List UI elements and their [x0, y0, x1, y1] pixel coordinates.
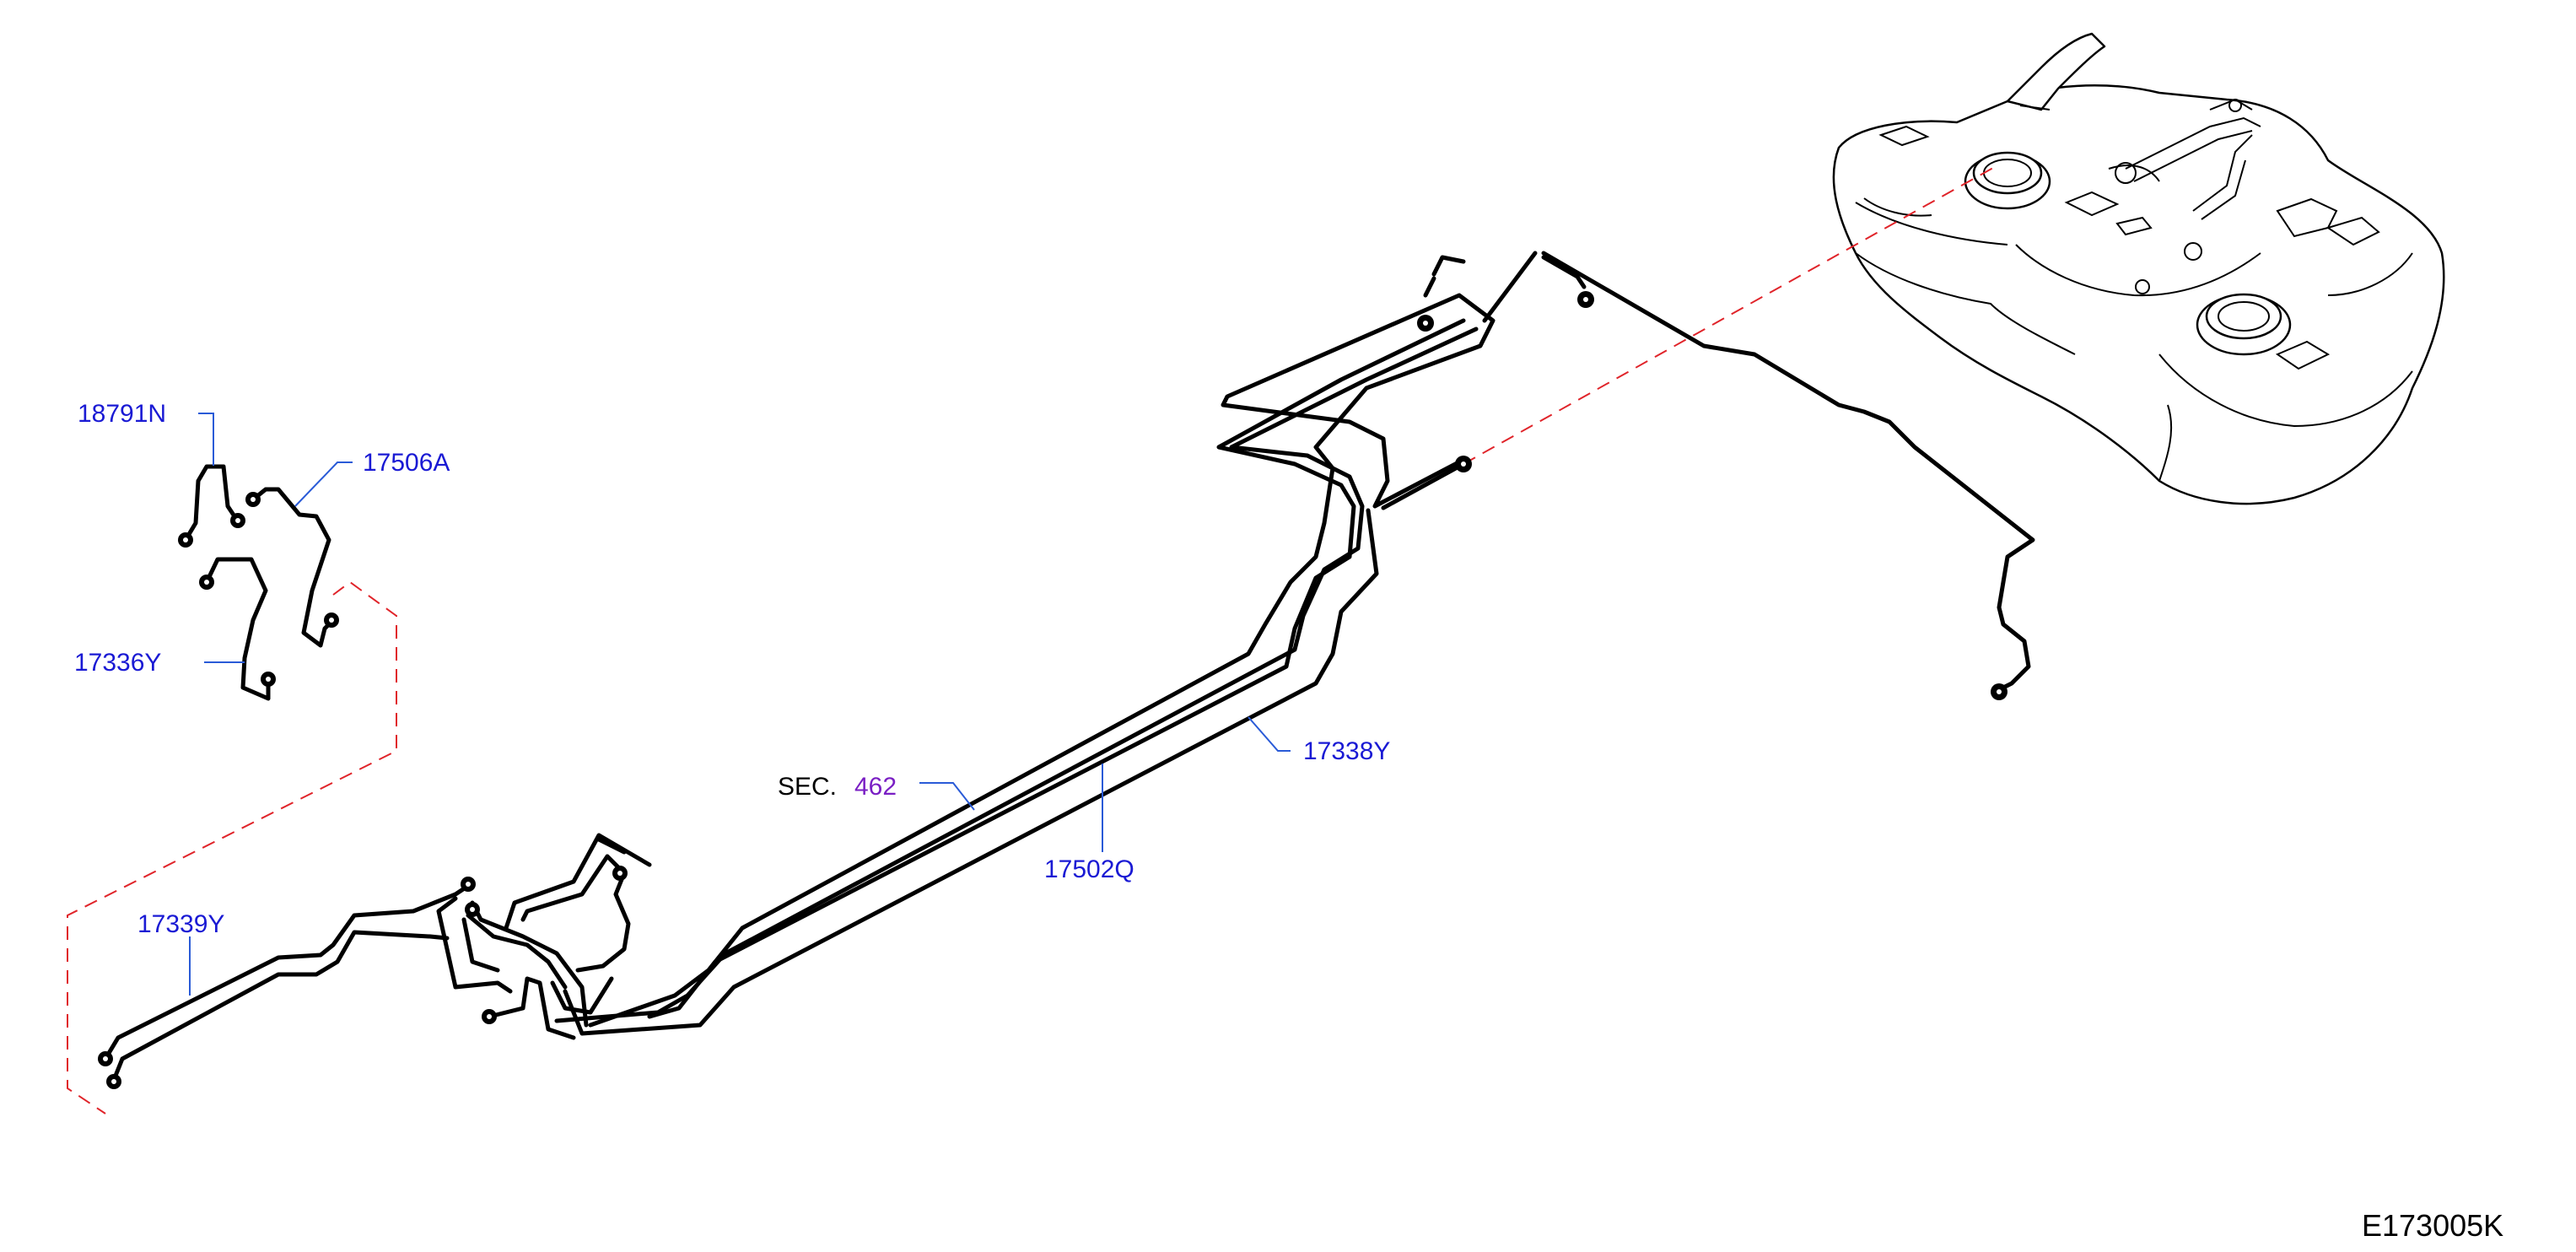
tube-end-fittings [1417, 291, 2007, 700]
phantom-reference-lines [67, 164, 2000, 1114]
part-label-17339y[interactable]: 17339Y [137, 910, 224, 938]
section-ref-prefix: SEC. [778, 773, 837, 801]
main-fuel-tube-bundle [550, 251, 2035, 1036]
front-tube-assembly [98, 833, 652, 1089]
part-label-17502q[interactable]: 17502Q [1044, 855, 1134, 883]
small-hose-parts [178, 464, 339, 701]
fuel-tank-illustration [1832, 32, 2445, 505]
part-label-17336y[interactable]: 17336Y [74, 649, 161, 677]
part-labels: 18791N 17506A 17336Y 17339Y 17338Y 17502… [74, 400, 2503, 1243]
part-label-17338y[interactable]: 17338Y [1303, 737, 1390, 765]
figure-code: E173005K [2362, 1208, 2503, 1243]
part-label-17506a[interactable]: 17506A [363, 449, 450, 477]
section-ref-number[interactable]: 462 [854, 773, 897, 801]
part-label-18791n[interactable]: 18791N [78, 400, 166, 428]
leader-lines [189, 413, 1291, 996]
